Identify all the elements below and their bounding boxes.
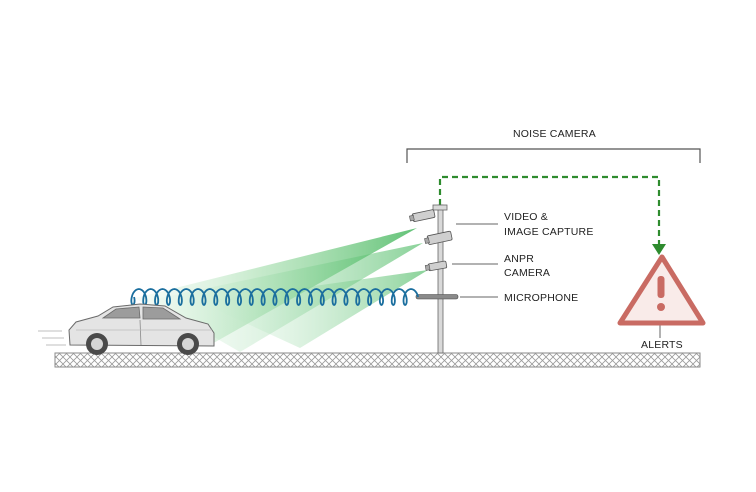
alert-arrow	[438, 175, 666, 255]
camera-icon	[409, 209, 453, 272]
noise-camera-label: NOISE CAMERA	[513, 128, 596, 140]
camera-beams	[135, 228, 428, 352]
anpr-camera-label-line1: ANPR	[504, 253, 534, 265]
microphone-icon	[415, 294, 459, 300]
warning-triangle-icon	[617, 254, 706, 326]
video-capture-label-line2: IMAGE CAPTURE	[504, 226, 594, 238]
label-leader-lines	[452, 223, 661, 338]
sound-wave-icon	[130, 288, 419, 307]
car-icon	[38, 303, 215, 355]
camera-pole	[432, 204, 448, 354]
alerts-label: ALERTS	[641, 339, 683, 351]
anpr-camera-label-line2: CAMERA	[504, 267, 551, 279]
microphone-label: MICROPHONE	[504, 292, 579, 304]
road-ground	[54, 352, 701, 368]
noise-camera-bracket	[406, 148, 701, 163]
video-capture-label-line1: VIDEO &	[504, 211, 548, 223]
